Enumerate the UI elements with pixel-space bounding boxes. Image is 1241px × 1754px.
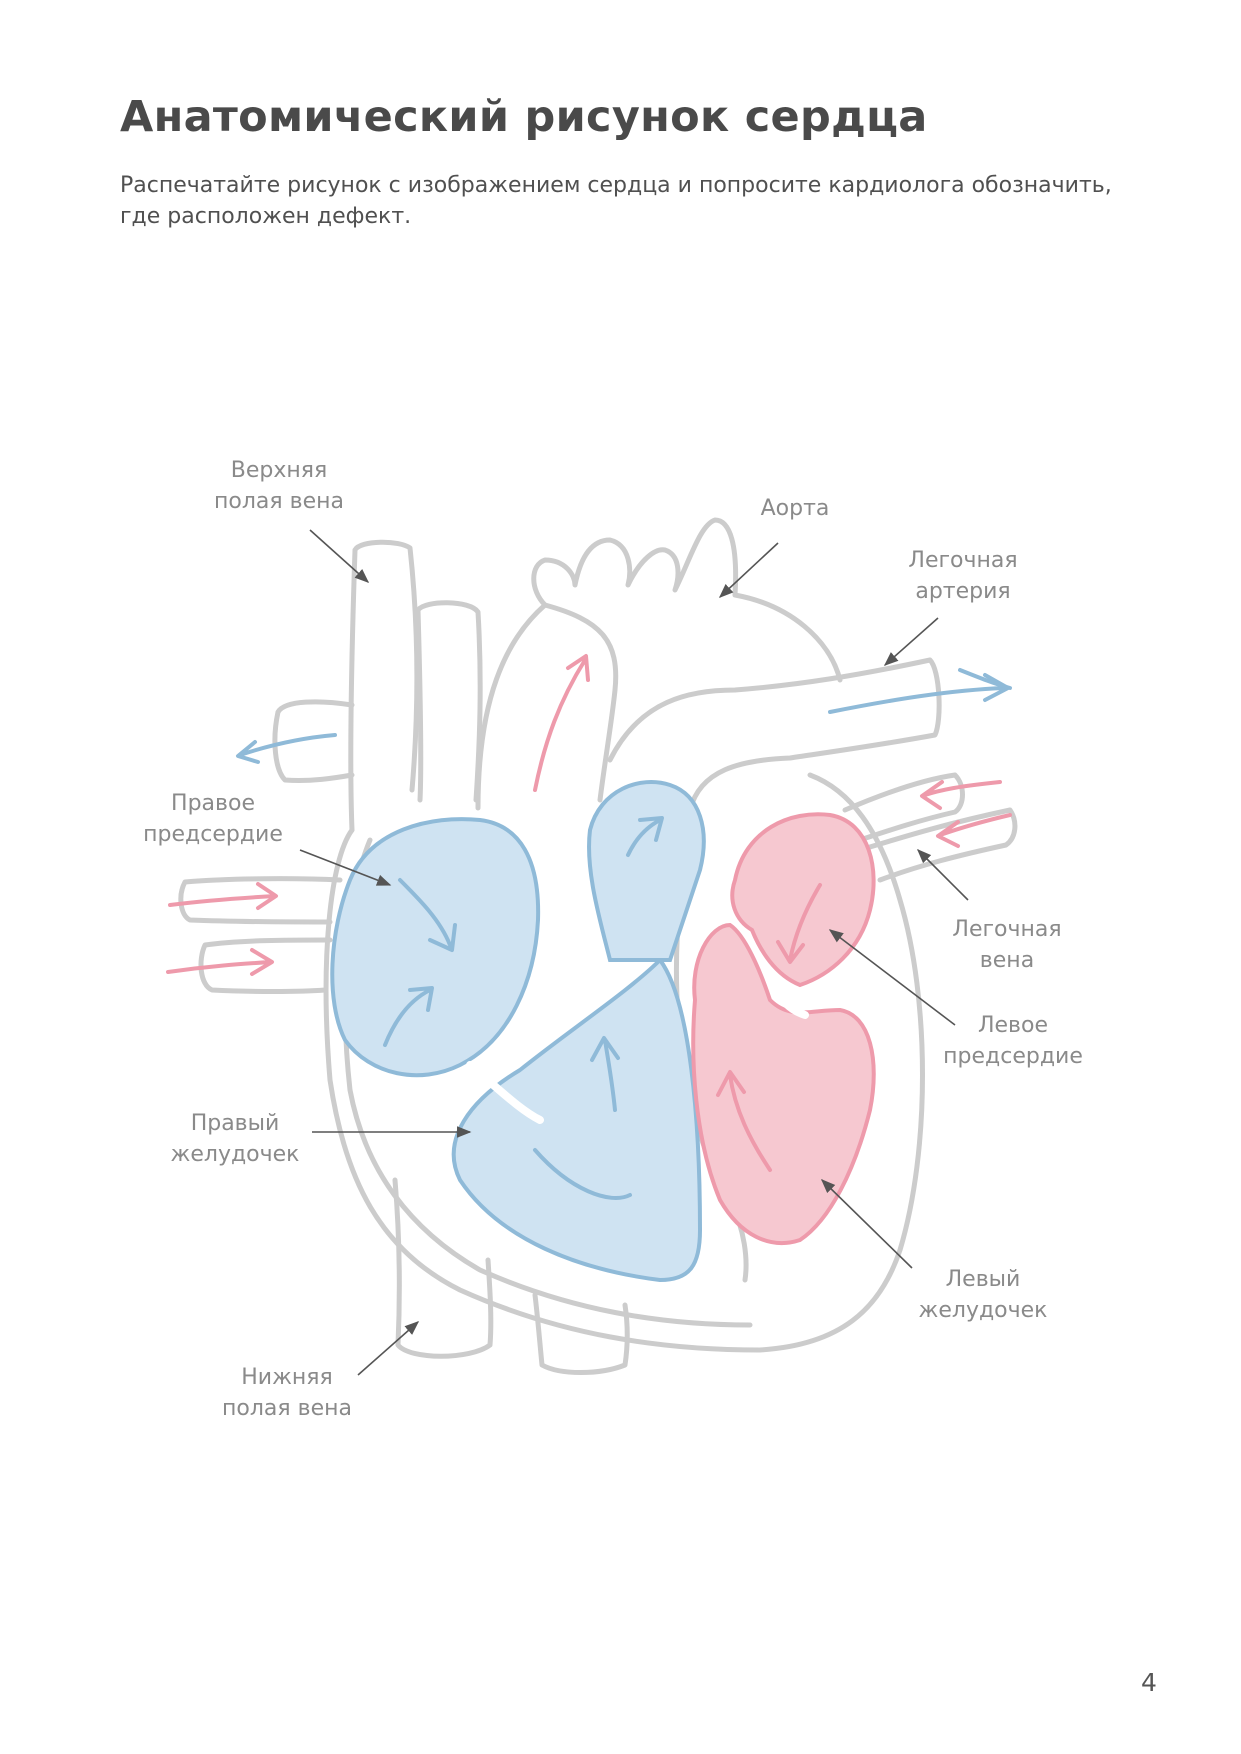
flow-arrow-pa-far-right xyxy=(958,668,1012,690)
label-pulmonary-artery-line-1: Легочная xyxy=(908,548,1018,573)
pointer-right-atrium xyxy=(299,849,392,886)
intro-text: Распечатайте рисунок с изображением серд… xyxy=(120,170,1140,232)
flow-arrow-vena-lower xyxy=(166,948,274,976)
pointer-pulmonary-vein xyxy=(916,848,969,901)
label-right-atrium-line-1: Правое xyxy=(171,791,255,816)
label-superior-vena-cava-line-2: полая вена xyxy=(214,489,344,514)
label-right-ventricle-line-2: желудочек xyxy=(170,1142,300,1167)
page-number: 4 xyxy=(1141,1668,1157,1697)
flow-arrow-vena-upper xyxy=(168,882,278,910)
label-superior-vena-cava-line-1: Верхняя xyxy=(230,458,328,483)
pointer-superior-vena-cava xyxy=(309,529,370,583)
label-aorta-line-1: Аорта xyxy=(760,496,830,521)
label-pulmonary-artery-line-2: артерия xyxy=(915,579,1011,604)
flow-arrow-outflow-up xyxy=(626,816,664,857)
inferior-vena-cava-shape xyxy=(392,1177,494,1359)
flow-arrow-pulmonary-artery-right xyxy=(828,673,1010,714)
flow-arrow-ra-up xyxy=(383,986,434,1047)
label-left-ventricle: Левый желудочек xyxy=(919,1264,1048,1326)
aorta-inner-shape xyxy=(542,602,619,803)
intro-line-1: Распечатайте рисунок с изображением серд… xyxy=(120,173,1112,198)
pulmonary-artery-shape xyxy=(607,657,942,813)
label-aorta: Аорта xyxy=(761,493,830,524)
mitral-valve-gap xyxy=(766,976,809,1019)
flow-arrow-pv-upper xyxy=(920,780,1002,810)
label-pulmonary-vein-line-1: Легочная xyxy=(952,917,1062,942)
pointer-inferior-vena-cava xyxy=(357,1321,420,1376)
label-pointers xyxy=(299,529,969,1376)
blood-flow-arrows xyxy=(166,654,1012,1200)
aortic-arch-shape xyxy=(475,517,843,811)
pulmonary-vein-upper-shape xyxy=(842,772,965,843)
label-left-ventricle-line-2: желудочек xyxy=(918,1298,1048,1323)
label-left-atrium: Левое предсердие xyxy=(943,1010,1083,1072)
flow-arrow-la-down xyxy=(776,883,822,964)
flow-arrow-pv-lower xyxy=(936,813,1012,848)
pulmonary-vein-lower-shape xyxy=(857,807,1018,883)
left-ventricle-shape xyxy=(691,922,876,1246)
pulmonary-outflow-shape xyxy=(587,780,706,962)
label-inferior-vena-cava-line-2: полая вена xyxy=(222,1396,352,1421)
intro-line-2: где расположен дефект. xyxy=(120,204,412,229)
label-inferior-vena-cava: Нижняя полая вена xyxy=(222,1362,352,1424)
pointer-left-atrium xyxy=(828,929,956,1026)
flow-arrow-aorta-up xyxy=(533,654,590,792)
pointer-left-ventricle xyxy=(820,1178,913,1269)
label-superior-vena-cava: Верхняя полая вена xyxy=(214,455,344,517)
label-right-ventricle-line-1: Правый xyxy=(190,1111,280,1136)
label-right-atrium-line-2: предсердие xyxy=(143,822,283,847)
flow-arrow-ra-down xyxy=(398,878,457,952)
right-heart-chambers xyxy=(330,780,706,1283)
tricuspid-valve-gap xyxy=(466,1061,544,1124)
label-pulmonary-artery: Легочная артерия xyxy=(908,545,1017,607)
page-title: Анатомический рисунок сердца xyxy=(120,92,928,142)
label-inferior-vena-cava-line-1: Нижняя xyxy=(241,1365,333,1390)
label-pulmonary-vein-line-2: вена xyxy=(979,948,1035,973)
brachiocephalic-vessel-shape xyxy=(415,600,483,803)
right-ventricle-shape xyxy=(451,956,703,1283)
left-vessel-stub-shape xyxy=(272,699,355,784)
vena-stub-upper-shape xyxy=(178,876,343,925)
superior-vena-cava-shape xyxy=(348,539,420,833)
left-heart-chambers xyxy=(691,812,876,1246)
pointer-pulmonary-artery xyxy=(883,617,939,666)
label-right-atrium: Правое предсердие xyxy=(143,788,283,850)
descending-aorta-shape xyxy=(532,1292,630,1375)
flow-arrow-svc-left xyxy=(236,733,337,764)
right-atrium-shape xyxy=(330,817,541,1078)
label-left-ventricle-line-1: Левый xyxy=(945,1267,1021,1292)
label-left-atrium-line-2: предсердие xyxy=(943,1044,1083,1069)
pointer-aorta xyxy=(718,542,779,598)
flow-arrow-lv-up xyxy=(716,1070,772,1172)
flow-arrow-rv-up xyxy=(590,1036,620,1112)
label-pulmonary-vein: Легочная вена xyxy=(952,914,1061,976)
heart-body-shape xyxy=(323,772,925,1353)
label-right-ventricle: Правый желудочек xyxy=(171,1108,300,1170)
label-left-atrium-line-1: Левое xyxy=(977,1013,1049,1038)
flow-arrow-rv-curve xyxy=(533,1148,632,1200)
